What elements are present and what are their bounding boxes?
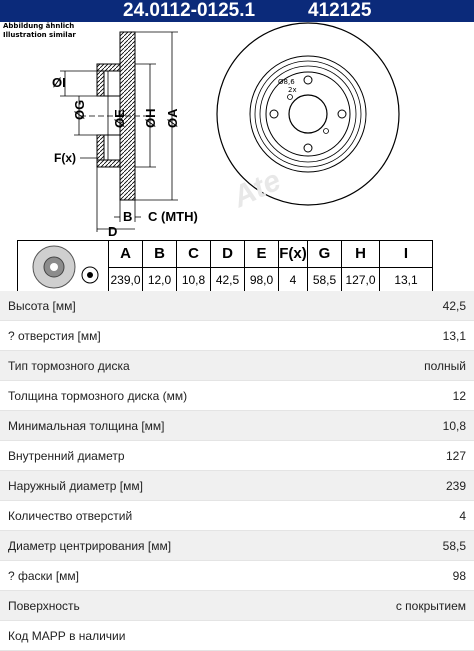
spec-row: Внутренний диаметр 127 <box>0 441 474 471</box>
spec-label: Высота [мм] <box>8 298 76 313</box>
spec-label: Наружный диаметр [мм] <box>8 478 143 493</box>
disc-cross-section <box>80 31 150 201</box>
spec-row: Толщина тормозного диска (мм) 12 <box>0 381 474 411</box>
spec-label: Диаметр центрирования [мм] <box>8 538 172 553</box>
disc-thumbnail-icon <box>32 245 99 289</box>
spec-label: Поверхность <box>8 598 80 613</box>
header-d: D <box>210 240 245 268</box>
label-dim-g: ØG <box>72 100 87 120</box>
label-dim-f: F(x) <box>54 151 76 165</box>
label-dim-a: ØA <box>165 108 180 128</box>
dimension-lines <box>60 31 178 232</box>
part-number: 24.0112-0125.1 <box>123 0 256 21</box>
label-dim-c: C (MTH) <box>148 209 198 224</box>
spec-row: Поверхность с покрытием <box>0 591 474 621</box>
spec-row: Тип тормозного диска полный <box>0 351 474 381</box>
spec-value: 239 <box>445 478 466 493</box>
spec-row: Количество отверстий 4 <box>0 501 474 531</box>
spec-label: Минимальная толщина [мм] <box>8 418 165 433</box>
spec-row: Высота [мм] 42,5 <box>0 291 474 321</box>
spec-label: ? фаски [мм] <box>8 568 80 583</box>
header-g: G <box>307 240 342 268</box>
value-e: 98,0 <box>244 266 279 294</box>
spec-value: 4 <box>459 508 466 523</box>
note-line-1: Abbildung ähnlich <box>3 22 75 30</box>
dimensions-table: A B C D E F(x) G H I 239,0 12,0 10,8 42,… <box>17 240 433 294</box>
label-dim-e: ØE <box>112 109 127 128</box>
header-i: I <box>379 240 433 268</box>
value-a: 239,0 <box>108 266 143 294</box>
value-d: 42,5 <box>210 266 245 294</box>
header-e: E <box>244 240 279 268</box>
value-b: 12,0 <box>142 266 177 294</box>
label-dim-i: ØI <box>52 75 66 90</box>
spec-value: 98 <box>452 568 466 583</box>
value-c: 10,8 <box>176 266 211 294</box>
value-h: 127,0 <box>341 266 380 294</box>
spec-value: 13,1 <box>442 328 466 343</box>
spec-row: Код МАРР в наличии <box>0 621 474 651</box>
disc-front-view <box>216 22 400 206</box>
label-dim-h: ØH <box>143 109 158 129</box>
spec-label: ? отверстия [мм] <box>8 328 101 343</box>
header-a: A <box>108 240 143 268</box>
value-g: 58,5 <box>307 266 342 294</box>
spec-value: полный <box>424 358 466 373</box>
spec-value: 12 <box>452 388 466 403</box>
header-f: F(x) <box>278 240 308 268</box>
spec-value: 10,8 <box>442 418 466 433</box>
value-f: 4 <box>278 266 308 294</box>
header-b: B <box>142 240 177 268</box>
value-i: 13,1 <box>379 266 433 294</box>
brake-disc-drawing: ØI ØG ØE ØH ØA F(x) B C (MTH) D Ø8,6 2x … <box>52 22 400 239</box>
label-hole-dia: Ø8,6 <box>278 78 295 86</box>
header-c: C <box>176 240 211 268</box>
label-dim-b: B <box>123 209 132 224</box>
note-line-2: Illustration similar <box>3 31 76 39</box>
header-bar: 24.0112-0125.1 412125 <box>0 0 474 22</box>
ate-logo-watermark: Ate <box>227 164 286 215</box>
illustration-note: Abbildung ähnlich Illustration similar <box>3 22 76 40</box>
spec-label: Внутренний диаметр <box>8 448 125 463</box>
label-hole-count: 2x <box>288 86 297 94</box>
spec-label: Толщина тормозного диска (мм) <box>8 388 188 403</box>
header-h: H <box>341 240 380 268</box>
spec-row: ? фаски [мм] 98 <box>0 561 474 591</box>
disc-thumbnail-cell <box>17 240 109 294</box>
spec-row: Наружный диаметр [мм] 239 <box>0 471 474 501</box>
spec-value: 42,5 <box>442 298 466 313</box>
spec-row: Минимальная толщина [мм] 10,8 <box>0 411 474 441</box>
product-code: 412125 <box>308 0 372 21</box>
spec-label: Количество отверстий <box>8 508 133 523</box>
spec-label: Тип тормозного диска <box>8 358 130 373</box>
spec-row: Диаметр центрирования [мм] 58,5 <box>0 531 474 561</box>
spec-label: Код МАРР в наличии <box>8 628 126 643</box>
spec-list: Высота [мм] 42,5 ? отверстия [мм] 13,1 Тип… <box>0 291 474 651</box>
spec-value: с покрытием <box>395 598 466 613</box>
spec-value: 58,5 <box>442 538 466 553</box>
spec-value: 127 <box>445 448 466 463</box>
spec-row: ? отверстия [мм] 13,1 <box>0 321 474 351</box>
label-dim-d: D <box>108 224 117 239</box>
